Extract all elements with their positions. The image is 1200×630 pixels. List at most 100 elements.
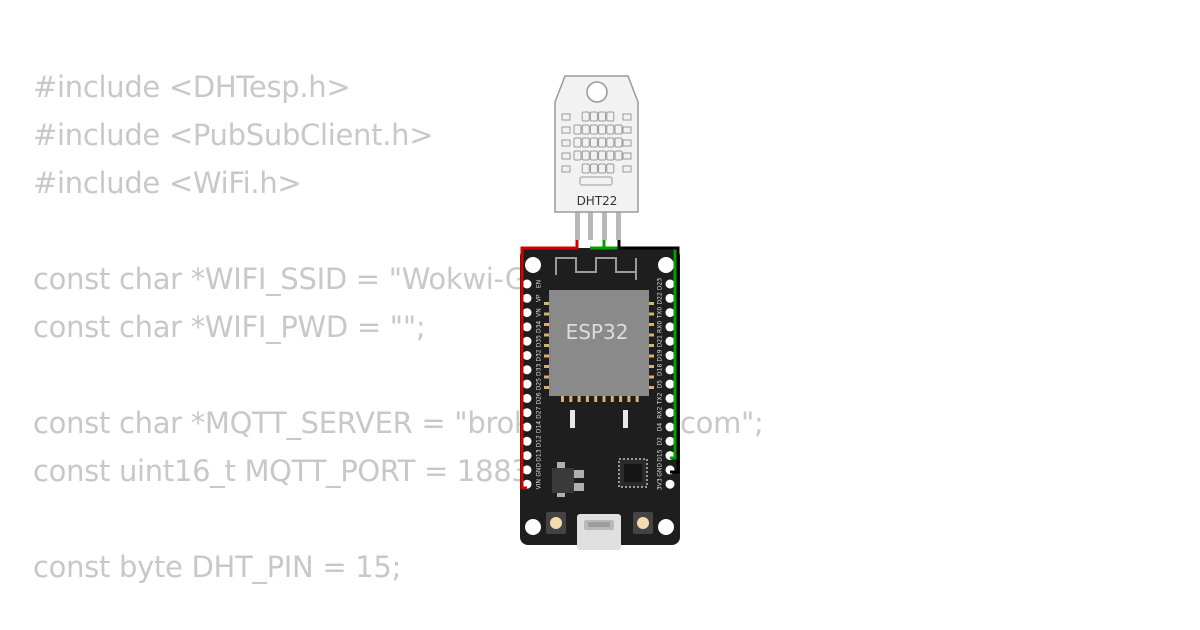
pin-header-left[interactable]	[522, 365, 532, 375]
pin-header-right[interactable]	[665, 351, 675, 360]
en-button[interactable]	[546, 512, 566, 534]
grille-slot	[598, 111, 607, 122]
chip-pad	[569, 396, 573, 402]
pin-label-left: D13	[536, 449, 543, 461]
pin-header-left[interactable]	[522, 436, 532, 446]
pin-label-right: D15	[657, 449, 664, 461]
chip-pad	[627, 396, 631, 402]
pin-header-right[interactable]	[665, 379, 675, 389]
chip-pad	[577, 396, 581, 402]
chip-pad	[649, 354, 654, 358]
usb-serial-chip-icon	[618, 458, 648, 488]
grille-slot	[622, 126, 632, 134]
pin-header-left[interactable]	[522, 322, 532, 332]
voltage-regulator-icon	[552, 462, 584, 497]
grille-slot	[622, 152, 632, 160]
grille-slot	[561, 113, 571, 121]
chip-pad	[544, 344, 549, 347]
antenna-trace-icon	[555, 257, 637, 280]
chip-pad	[619, 396, 623, 402]
pin-label-left: D27	[536, 406, 543, 418]
pin-label-left: D25	[536, 378, 543, 390]
pin-header-left[interactable]	[522, 465, 532, 475]
chip-pad	[610, 396, 614, 402]
pin-header-left[interactable]	[522, 351, 532, 360]
chip-pad	[649, 344, 654, 347]
code-line-2: #include <PubSubClient.h>	[33, 118, 434, 152]
pin-label-left: D34	[536, 321, 543, 333]
pin-header-left[interactable]	[522, 451, 532, 461]
pin-label-right: GND	[657, 463, 664, 477]
pin-header-right[interactable]	[665, 308, 675, 318]
grille-slot	[561, 152, 571, 160]
chip-pad	[544, 386, 549, 389]
chip-pad	[649, 365, 654, 368]
pin-header-right[interactable]	[665, 422, 675, 432]
grille-slot	[589, 111, 598, 122]
chip-pad	[649, 386, 654, 389]
grille-slot	[579, 176, 613, 186]
boot-button[interactable]	[633, 512, 653, 534]
chip-pad	[544, 302, 549, 305]
pin-header-right[interactable]	[665, 322, 675, 332]
pin-header-right[interactable]	[665, 279, 675, 289]
grille-slot	[589, 124, 598, 135]
grille-slot	[589, 150, 598, 161]
pin-header-right[interactable]	[665, 365, 675, 375]
sensor-label: DHT22	[577, 194, 618, 208]
pin-header-left[interactable]	[522, 293, 532, 303]
chip-pad	[544, 312, 549, 316]
mounting-hole-icon	[525, 257, 541, 273]
grille-slot	[573, 137, 582, 148]
sensor-leg	[588, 212, 593, 240]
pin-label-left: VP	[536, 294, 543, 302]
pin-header-right[interactable]	[665, 336, 675, 346]
grille-slot	[614, 137, 623, 148]
pin-header-right[interactable]	[665, 479, 675, 489]
pin-header-left[interactable]	[522, 308, 532, 318]
code-line-11: const byte DHT_PIN = 15;	[33, 550, 402, 584]
chip-pad	[544, 333, 549, 337]
grille-slot	[622, 165, 632, 173]
pin-header-right[interactable]	[665, 408, 675, 418]
pin-label-left: D12	[536, 435, 543, 447]
pin-header-left[interactable]	[522, 336, 532, 346]
wire-vcc[interactable]	[520, 236, 579, 490]
pin-label-right: D18	[657, 363, 664, 375]
grille-slot	[581, 111, 590, 122]
pin-header-right[interactable]	[665, 293, 675, 303]
dht22-sensor[interactable]: DHT22	[554, 75, 639, 240]
mounting-hole-icon	[658, 519, 674, 535]
pin-header-right[interactable]	[665, 436, 675, 446]
sensor-leg	[616, 212, 621, 240]
pin-header-left[interactable]	[522, 279, 532, 289]
grille-slot	[606, 111, 615, 122]
pin-header-left[interactable]	[522, 393, 532, 403]
grille-slot	[606, 137, 615, 148]
pin-header-left[interactable]	[522, 422, 532, 432]
mounting-hole-icon	[658, 257, 674, 273]
grille-slot	[589, 163, 598, 174]
pin-label-right: TX0	[657, 307, 664, 320]
grille-slot	[573, 150, 582, 161]
sensor-grille-icon	[561, 111, 632, 186]
pin-label-left: D14	[536, 421, 543, 433]
board-pin-headers: ENVPVND34D35D32D33D25D26D27D14D12D13GNDV…	[522, 278, 675, 490]
pin-label-right: D23	[657, 278, 664, 290]
pin-header-right[interactable]	[665, 393, 675, 403]
code-line-1: #include <DHTesp.h>	[33, 70, 351, 104]
code-line-6: const char *WIFI_PWD = "";	[33, 310, 426, 344]
pin-header-left[interactable]	[522, 479, 532, 489]
chip-pad	[544, 354, 549, 358]
pin-label-right: RX0	[657, 321, 664, 333]
pin-header-left[interactable]	[522, 408, 532, 418]
grille-slot	[598, 150, 607, 161]
grille-slot	[561, 139, 571, 147]
chip-pad	[649, 375, 654, 379]
esp32-board[interactable]: ESP32	[520, 248, 680, 550]
chip-pad	[649, 302, 654, 305]
wire-gnd[interactable]	[617, 236, 680, 474]
pin-header-left[interactable]	[522, 379, 532, 389]
chip-pad	[649, 312, 654, 316]
